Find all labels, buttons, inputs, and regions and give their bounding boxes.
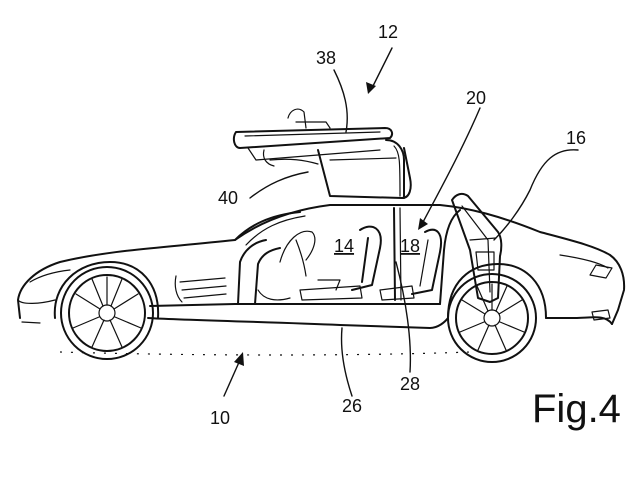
ground-line xyxy=(59,351,471,356)
label-18: 18 xyxy=(400,236,420,256)
label-16: 16 xyxy=(566,128,586,148)
gullwing-door xyxy=(232,108,412,199)
label-14: 14 xyxy=(334,236,354,256)
label-20: 20 xyxy=(466,88,486,108)
label-26: 26 xyxy=(342,396,362,416)
rear-wheel xyxy=(447,273,537,363)
interior xyxy=(257,225,442,301)
label-40: 40 xyxy=(218,188,238,208)
leader-lines xyxy=(223,47,579,397)
label-28: 28 xyxy=(400,374,420,394)
label-12: 12 xyxy=(378,22,398,42)
label-10: 10 xyxy=(210,408,230,428)
front-wheel xyxy=(60,266,154,360)
figure-caption: Fig.4 xyxy=(532,387,621,431)
label-38: 38 xyxy=(316,48,336,68)
